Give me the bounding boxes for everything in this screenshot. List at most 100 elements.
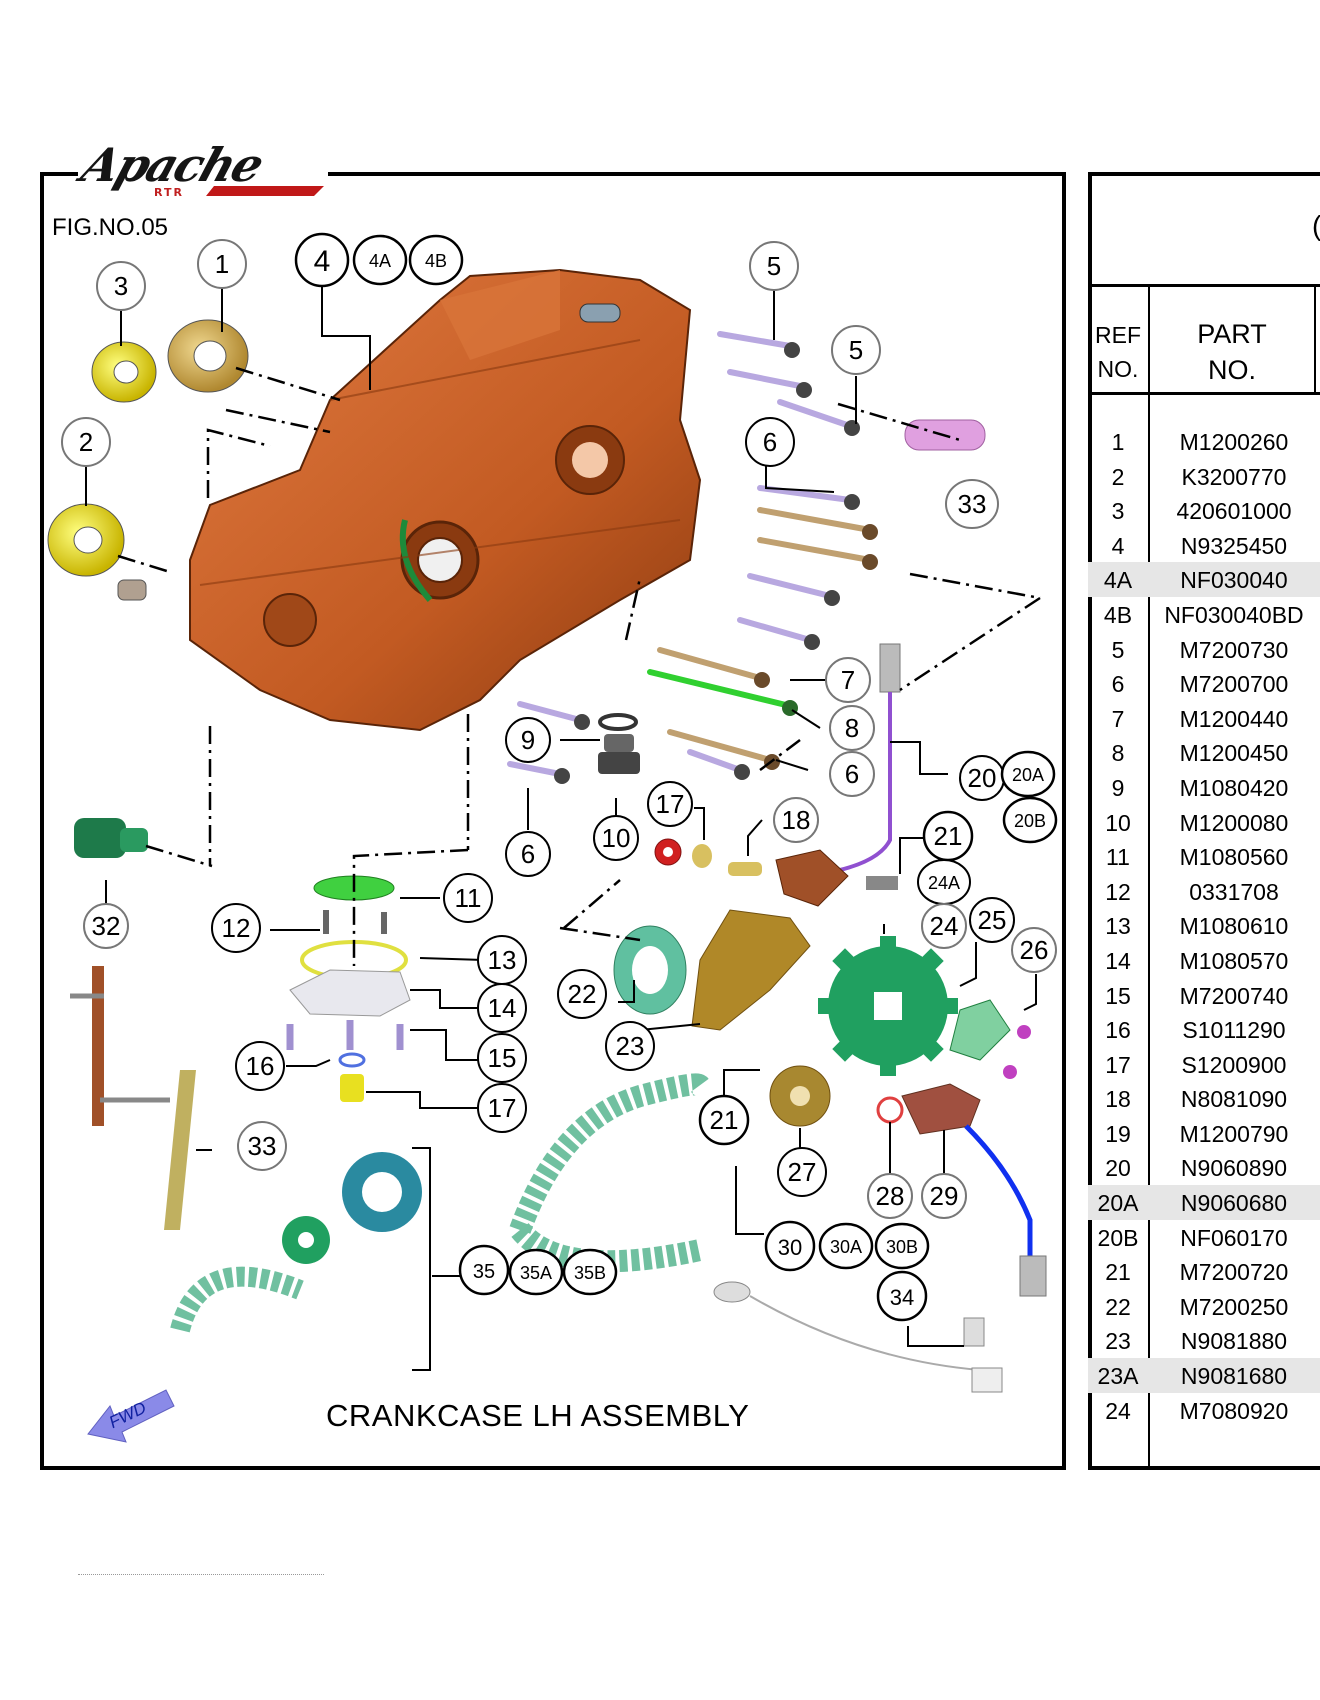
callout-9: 9 [505, 717, 551, 763]
part-no-cell: NF060170 [1180, 1224, 1288, 1251]
part-no-cell: S1011290 [1182, 1017, 1286, 1044]
ref-no-cell: 4 [1111, 532, 1125, 559]
ref-no-cell: 4A [1103, 567, 1133, 594]
svg-text:33: 33 [248, 1131, 277, 1161]
ref-no-cell: 12 [1105, 878, 1131, 905]
svg-text:6: 6 [845, 759, 859, 789]
callout-12: 12 [211, 903, 261, 953]
logo-stripe-icon [206, 186, 324, 196]
callout-11: 11 [443, 873, 493, 923]
callout-4: 4 [294, 232, 350, 288]
svg-text:35B: 35B [574, 1263, 606, 1283]
ref-no-cell: 24 [1105, 1397, 1131, 1424]
callout-34: 34 [876, 1270, 928, 1322]
svg-text:20B: 20B [1014, 811, 1046, 831]
callout-8: 8 [829, 705, 875, 751]
part-no-cell: M1200790 [1179, 1120, 1289, 1147]
ref-no-cell: 13 [1105, 913, 1131, 940]
svg-text:8: 8 [845, 713, 859, 743]
ref-no-cell: 16 [1105, 1017, 1131, 1044]
drive-sprocket-icon [818, 936, 958, 1076]
callout-5b: 5 [831, 325, 881, 375]
part-no-cell: M1080420 [1179, 774, 1289, 801]
part-no-cell: M7080920 [1179, 1397, 1289, 1424]
part-no-cell: M7200720 [1179, 1259, 1289, 1286]
callout-5a: 5 [749, 241, 799, 291]
svg-text:22: 22 [568, 979, 597, 1009]
part-no-cell: N9325450 [1180, 532, 1288, 559]
svg-text:33: 33 [958, 489, 987, 519]
table-row: 24 M7080920 [1088, 1393, 1320, 1428]
ref-no-cell: 20A [1097, 1190, 1139, 1217]
svg-text:7: 7 [841, 665, 855, 695]
svg-text:24: 24 [930, 911, 959, 941]
svg-text:4A: 4A [369, 251, 391, 271]
part-no-cell: M1080560 [1179, 844, 1289, 871]
callout-30b: 30B [874, 1222, 930, 1270]
table-row: 4A NF030040 [1088, 562, 1320, 597]
part-no-cell: M1200080 [1179, 809, 1289, 836]
header-ref-no: REF NO. [1088, 318, 1148, 386]
part-no-cell: M7200700 [1179, 671, 1289, 698]
callout-21a: 21 [922, 810, 974, 862]
svg-text:26: 26 [1020, 935, 1049, 965]
drain-plug-icon [598, 713, 640, 774]
table-title-cell [1088, 172, 1320, 287]
svg-text:16: 16 [246, 1051, 275, 1081]
svg-text:28: 28 [876, 1181, 905, 1211]
ref-no-cell: 17 [1105, 1051, 1131, 1078]
callout-1: 1 [197, 239, 247, 289]
svg-text:4B: 4B [425, 251, 447, 271]
svg-text:34: 34 [890, 1285, 914, 1310]
ref-no-cell: 20B [1097, 1224, 1139, 1251]
svg-text:25: 25 [978, 905, 1007, 935]
sensor-20-icon [775, 643, 901, 907]
part-no-cell: NF030040 [1180, 567, 1288, 594]
gear-27-icon [769, 1065, 831, 1127]
ref-no-cell: 8 [1111, 740, 1125, 767]
callout-21b: 21 [698, 1094, 750, 1146]
svg-text:27: 27 [788, 1157, 817, 1187]
table-row: 4 N9325450 [1088, 528, 1320, 563]
dowel-icon [117, 579, 147, 601]
callout-30a: 30A [818, 1222, 874, 1270]
ref-no-cell: 2 [1111, 463, 1125, 490]
part-no-cell: M7200730 [1179, 636, 1289, 663]
ref-no-cell: 1 [1111, 429, 1125, 455]
svg-text:4: 4 [314, 245, 331, 278]
ref-no-cell: 11 [1106, 844, 1130, 871]
svg-text:12: 12 [222, 913, 251, 943]
ref-no-cell: 19 [1105, 1120, 1131, 1147]
ref-no-cell: 5 [1111, 636, 1125, 663]
ref-no-cell: 14 [1105, 947, 1131, 974]
next-page-fragment [78, 1574, 324, 1577]
table-row: 5 M7200730 [1088, 632, 1320, 667]
part-no-cell: NF030040BD [1164, 601, 1304, 628]
header-part-line2: NO. [1207, 355, 1256, 385]
bolt-set-icon [507, 331, 878, 784]
part-no-cell: N9060680 [1180, 1190, 1288, 1217]
callout-20: 20 [959, 755, 1005, 801]
cable-34-icon [713, 1281, 1003, 1393]
svg-text:6: 6 [763, 427, 777, 457]
sprocket-plate-icon [691, 909, 811, 1031]
ref-no-cell: 22 [1105, 1293, 1131, 1320]
figure-frame [40, 172, 1066, 1470]
callout-10: 10 [593, 815, 639, 861]
callout-13: 13 [477, 935, 527, 985]
brand-logo: Apache RTR [75, 138, 324, 199]
svg-text:30A: 30A [830, 1237, 862, 1257]
part-no-cell: N9081680 [1180, 1363, 1288, 1390]
callout-6b: 6 [829, 751, 875, 797]
callout-30: 30 [764, 1220, 816, 1272]
